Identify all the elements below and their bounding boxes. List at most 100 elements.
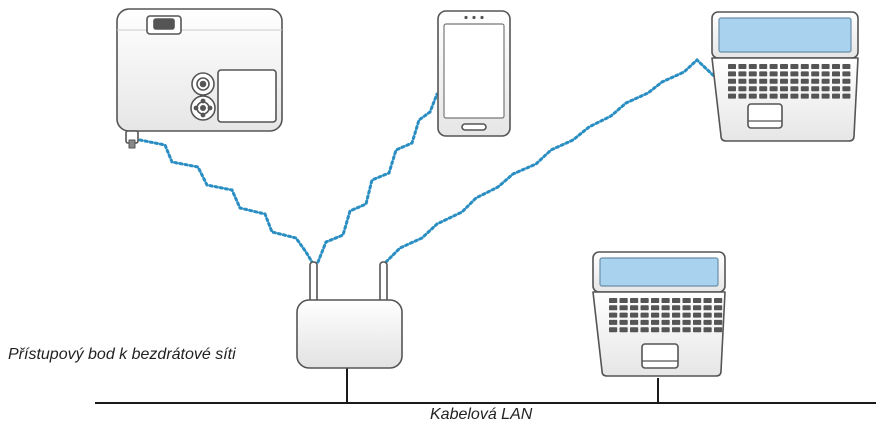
keyboard-key [759, 71, 768, 77]
laptop-touchpad [747, 103, 783, 129]
keyboard-key [738, 71, 747, 77]
keyboard-key [738, 93, 747, 99]
keyboard-key [651, 298, 660, 303]
keyboard-key [800, 78, 809, 84]
keyboard-key [630, 327, 639, 333]
keyboard-key [790, 64, 799, 69]
keyboard-key [832, 93, 840, 99]
keyboard-key [842, 71, 851, 77]
keyboard-key [748, 93, 757, 99]
keyboard-key [693, 298, 702, 303]
wireless-router-icon [296, 261, 403, 369]
keyboard-key [630, 319, 639, 325]
keyboard-key [651, 312, 660, 318]
keyboard-key [800, 93, 809, 99]
keyboard-key [714, 298, 723, 303]
keyboard-key [780, 78, 788, 84]
keyboard-key [640, 298, 649, 303]
keyboard-key [780, 71, 788, 77]
laptop-icon [592, 251, 726, 377]
router-body [296, 299, 403, 369]
keyboard-key [842, 93, 851, 99]
keyboard-key [769, 64, 778, 69]
keyboard-key [693, 327, 702, 333]
phone-screen [443, 23, 505, 119]
keyboard-key [693, 319, 702, 325]
laptop-touchpad [641, 343, 679, 369]
keyboard-key [780, 64, 788, 69]
keyboard-key [759, 93, 768, 99]
keyboard-key [630, 312, 639, 318]
keyboard-key [703, 298, 712, 303]
phone-home-button [461, 123, 487, 131]
keyboard-key [661, 312, 670, 318]
keyboard-key [661, 319, 670, 325]
keyboard-key [693, 312, 702, 318]
keyboard-key [811, 71, 820, 77]
access-point-label: Přístupový bod k bezdrátové síti [8, 346, 236, 363]
keyboard-key [651, 319, 660, 325]
keyboard-key [728, 86, 736, 92]
keyboard-key [693, 305, 702, 311]
laptop-screen [718, 17, 852, 53]
keyboard-key [769, 71, 778, 77]
keyboard-key [619, 327, 628, 333]
keyboard-key [790, 93, 799, 99]
keyboard-key [609, 305, 618, 311]
keyboard-key [728, 71, 736, 77]
keyboard-key [811, 64, 820, 69]
keyboard-key [714, 312, 723, 318]
keyboard-key [748, 78, 757, 84]
keyboard-key [672, 327, 681, 333]
keyboard-key [619, 305, 628, 311]
keyboard-key [780, 86, 788, 92]
keyboard-key [672, 298, 681, 303]
keyboard-key [759, 78, 768, 84]
keyboard-key [728, 64, 736, 69]
keyboard-key [842, 86, 851, 92]
keyboard-key [759, 86, 768, 92]
keyboard-key [769, 86, 778, 92]
keyboard-key [728, 93, 736, 99]
smartphone-icon [437, 10, 511, 137]
keyboard-key [619, 312, 628, 318]
wireless-link-projector [138, 138, 314, 264]
keyboard-key [661, 298, 670, 303]
wireless-link-laptop [384, 57, 717, 264]
keyboard-key [769, 93, 778, 99]
keyboard-key [630, 298, 639, 303]
keyboard-key [811, 86, 820, 92]
keyboard-key [703, 319, 712, 325]
keyboard-key [672, 305, 681, 311]
projector-panel [217, 69, 277, 123]
keyboard-key [769, 78, 778, 84]
keyboard-key [672, 312, 681, 318]
keyboard-key [640, 327, 649, 333]
keyboard-key [811, 93, 820, 99]
keyboard-key [738, 86, 747, 92]
keyboard-key [714, 319, 723, 325]
projector-icon [116, 8, 283, 149]
keyboard-key [714, 305, 723, 311]
projector-lens-slot [153, 18, 175, 30]
keyboard-key [811, 78, 820, 84]
keyboard-key [738, 78, 747, 84]
laptop-base [711, 57, 859, 142]
keyboard-key [672, 319, 681, 325]
wireless-links [138, 57, 717, 264]
keyboard-key [790, 71, 799, 77]
keyboard-key [821, 71, 830, 77]
keyboard-key [682, 312, 691, 318]
keyboard-key [661, 305, 670, 311]
keyboard-key [832, 78, 840, 84]
keyboard-key [619, 298, 628, 303]
keyboard-key [661, 327, 670, 333]
keyboard-key [682, 327, 691, 333]
laptop-keyboard [609, 298, 723, 333]
keyboard-key [800, 86, 809, 92]
keyboard-key [714, 327, 723, 333]
keyboard-key [790, 86, 799, 92]
keyboard-key [842, 78, 851, 84]
keyboard-key [682, 298, 691, 303]
